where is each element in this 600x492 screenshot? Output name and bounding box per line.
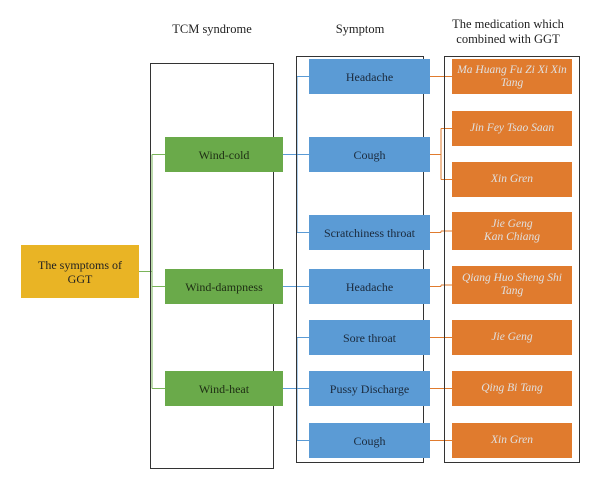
header-medication-line2: combined with GGT <box>456 32 560 46</box>
syndrome-node-wind-dampness: Wind-dampness <box>165 269 283 304</box>
symptom-node-headache-2: Headache <box>309 269 430 304</box>
symptom-node-pussy-discharge: Pussy Discharge <box>309 371 430 406</box>
syndrome-column-frame <box>150 63 274 469</box>
medication-line1: Jin Fey Tsao Saan <box>469 122 555 134</box>
medication-line1: Qing Bi Tang <box>481 382 543 394</box>
medication-node-qiang-huo-sheng-shi-tang: Qiang Huo Sheng Shi Tang <box>452 266 572 304</box>
header-medication: The medication which combined with GGT <box>444 17 572 47</box>
symptom-node-cough-2: Cough <box>309 423 430 458</box>
medication-node-jie-geng-kan-chiang: Jie Geng Kan Chiang <box>452 212 572 250</box>
medication-line1: Jie Geng <box>491 218 533 230</box>
symptom-column-frame <box>296 56 424 463</box>
medication-line2: Kan Chiang <box>484 231 540 243</box>
syndrome-node-wind-heat: Wind-heat <box>165 371 283 406</box>
symptom-node-sore-throat: Sore throat <box>309 320 430 355</box>
medication-node-jie-geng: Jie Geng <box>452 320 572 355</box>
medication-node-xin-gren: Xin Gren <box>452 162 572 197</box>
medication-line1: Jie Geng <box>491 331 533 343</box>
medication-column-frame <box>444 56 580 463</box>
medication-line1: Ma Huang Fu Zi Xi Xin <box>457 63 567 76</box>
medication-line1: Xin Gren <box>490 434 534 446</box>
medication-line1: Xin Gren <box>490 173 534 185</box>
medication-line2: Tang <box>500 76 524 89</box>
medication-line2: Tang <box>500 285 524 297</box>
medication-node-ma-huang-fu-zi-xi-xin-tang: Ma Huang Fu Zi Xi Xin Tang <box>452 59 572 94</box>
medication-node-jin-fey-tsao-saan: Jin Fey Tsao Saan <box>452 111 572 146</box>
root-node: The symptoms of GGT <box>21 245 139 298</box>
symptom-node-headache: Headache <box>309 59 430 94</box>
header-tcm-syndrome: TCM syndrome <box>172 22 252 36</box>
medication-node-qing-bi-tang: Qing Bi Tang <box>452 371 572 406</box>
syndrome-node-wind-cold: Wind-cold <box>165 137 283 172</box>
symptom-node-scratchiness-throat: Scratchiness throat <box>309 215 430 250</box>
header-symptom: Symptom <box>335 22 385 36</box>
medication-line1: Qiang Huo Sheng Shi <box>462 272 562 284</box>
medication-node-xin-gren-2: Xin Gren <box>452 423 572 458</box>
header-medication-line1: The medication which <box>452 17 564 31</box>
symptom-node-cough: Cough <box>309 137 430 172</box>
